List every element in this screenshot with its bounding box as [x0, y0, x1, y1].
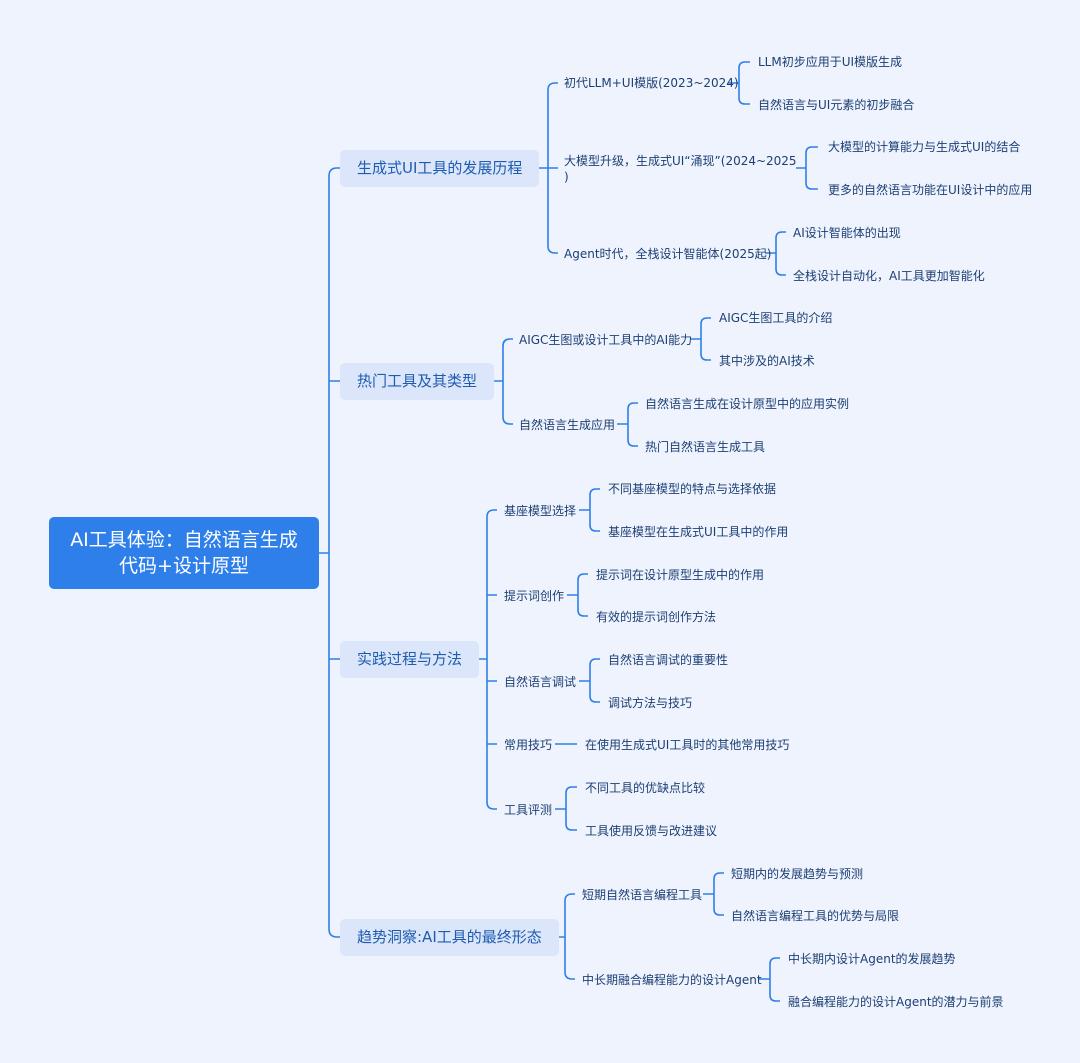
leaf-node[interactable]: 短期内的发展趋势与预测	[731, 866, 863, 882]
leaf-label: 自然语言调试的重要性	[608, 653, 729, 667]
topic-connector	[728, 61, 750, 105]
topic-node[interactable]: 常用技巧	[504, 737, 552, 753]
topic-label: 自然语言生成应用	[519, 418, 616, 432]
topic-connector	[567, 573, 588, 617]
leaf-node[interactable]: 融合编程能力的设计Agent的潜力与前景	[788, 994, 1004, 1010]
topic-node[interactable]: 工具评测	[504, 802, 552, 818]
root-title: AI工具体验：自然语言生成代码+设计原型	[70, 529, 298, 577]
branch-connector	[476, 509, 497, 810]
branch-node-history[interactable]: 生成式UI工具的发展历程	[340, 150, 540, 187]
topic-label: 基座模型选择	[504, 504, 577, 518]
leaf-label: 提示词在设计原型生成中的作用	[596, 568, 765, 582]
leaf-node[interactable]: 其中涉及的AI技术	[719, 353, 815, 369]
root-connector	[319, 167, 340, 938]
branch-node-popular-tools[interactable]: 热门工具及其类型	[340, 363, 495, 400]
topic-label: 中长期融合编程能力的设计Agent	[582, 973, 762, 987]
leaf-label: 自然语言与UI元素的初步融合	[758, 98, 915, 112]
leaf-node[interactable]: 工具使用反馈与改进建议	[585, 823, 717, 839]
leaf-node[interactable]: 更多的自然语言功能在UI设计中的应用	[828, 182, 1032, 198]
topic-node[interactable]: 大模型升级，生成式UI“涌现”(2024~2025 )	[564, 153, 797, 185]
leaf-label: 自然语言生成在设计原型中的应用实例	[645, 397, 850, 411]
leaf-label: AIGC生图工具的介绍	[719, 311, 833, 325]
leaf-node[interactable]: LLM初步应用于UI模版生成	[758, 54, 902, 70]
branch-node-practice[interactable]: 实践过程与方法	[340, 641, 480, 678]
leaf-node[interactable]: 在使用生成式UI工具时的其他常用技巧	[585, 737, 789, 753]
leaf-node[interactable]: 大模型的计算能力与生成式UI的结合	[828, 139, 1020, 155]
topic-label-wrap: )	[564, 170, 569, 184]
leaf-node[interactable]: 基座模型在生成式UI工具中的作用	[608, 524, 788, 540]
topic-connector	[796, 146, 818, 190]
leaf-node[interactable]: 自然语言编程工具的优势与局限	[731, 908, 899, 924]
leaf-label: 自然语言编程工具的优势与局限	[731, 909, 900, 923]
branch-label: 实践过程与方法	[357, 650, 463, 668]
leaf-label: LLM初步应用于UI模版生成	[758, 55, 903, 69]
topic-node[interactable]: 自然语言调试	[504, 674, 576, 690]
topic-node[interactable]: 中长期融合编程能力的设计Agent	[582, 972, 762, 988]
topic-label: Agent时代，全栈设计智能体(2025起)	[564, 247, 772, 261]
leaf-node[interactable]: 有效的提示词创作方法	[596, 609, 716, 625]
topic-node[interactable]: 基座模型选择	[504, 503, 576, 519]
topic-node[interactable]: AIGC生图或设计工具中的AI能力	[519, 332, 692, 348]
branch-label: 生成式UI工具的发展历程	[357, 159, 523, 177]
root-node[interactable]: AI工具体验：自然语言生成代码+设计原型	[49, 517, 319, 589]
topic-label: AIGC生图或设计工具中的AI能力	[519, 333, 693, 347]
leaf-label: 调试方法与技巧	[608, 696, 693, 710]
topic-connector	[617, 402, 638, 447]
topic-label: 大模型升级，生成式UI“涌现”(2024~2025	[564, 154, 797, 168]
topic-label: 工具评测	[504, 803, 553, 817]
leaf-node[interactable]: 提示词在设计原型生成中的作用	[596, 567, 764, 583]
leaf-label: 不同基座模型的特点与选择依据	[608, 482, 777, 496]
branch-node-trends[interactable]: 趋势洞察:AI工具的最终形态	[340, 919, 559, 956]
topic-node[interactable]: 初代LLM+UI模版(2023~2024)	[564, 75, 739, 91]
topic-label: 提示词创作	[504, 589, 565, 603]
topic-node[interactable]: 短期自然语言编程工具	[582, 887, 702, 903]
leaf-node[interactable]: 自然语言调试的重要性	[608, 652, 728, 668]
topic-node[interactable]: 提示词创作	[504, 588, 564, 604]
leaf-label: 热门自然语言生成工具	[645, 440, 766, 454]
leaf-node[interactable]: 热门自然语言生成工具	[645, 439, 765, 455]
leaf-node[interactable]: 全栈设计自动化，AI工具更加智能化	[793, 268, 985, 284]
leaf-label: 短期内的发展趋势与预测	[731, 867, 864, 881]
topic-label: 自然语言调试	[504, 675, 577, 689]
topic-connector	[555, 786, 577, 831]
topic-connector	[703, 872, 724, 916]
leaf-node[interactable]: AIGC生图工具的介绍	[719, 310, 832, 326]
topic-node[interactable]: Agent时代，全栈设计智能体(2025起)	[564, 246, 771, 262]
leaf-label: 其中涉及的AI技术	[719, 354, 815, 368]
leaf-label: 在使用生成式UI工具时的其他常用技巧	[585, 738, 790, 752]
topic-label: 短期自然语言编程工具	[582, 888, 703, 902]
topic-connector	[759, 957, 780, 1002]
leaf-label: 全栈设计自动化，AI工具更加智能化	[793, 269, 985, 283]
leaf-label: 大模型的计算能力与生成式UI的结合	[828, 140, 1021, 154]
branch-connector	[537, 82, 558, 254]
leaf-node[interactable]: 自然语言生成在设计原型中的应用实例	[645, 396, 849, 412]
leaf-label: 基座模型在生成式UI工具中的作用	[608, 525, 789, 539]
branch-label: 趋势洞察:AI工具的最终形态	[357, 928, 542, 946]
leaf-node[interactable]: 自然语言与UI元素的初步融合	[758, 97, 914, 113]
topic-connector	[765, 231, 786, 276]
leaf-node[interactable]: 调试方法与技巧	[608, 695, 692, 711]
topic-connector	[690, 317, 711, 361]
leaf-label: 中长期内设计Agent的发展趋势	[788, 952, 956, 966]
branch-label: 热门工具及其类型	[357, 372, 478, 390]
topic-node[interactable]: 自然语言生成应用	[519, 417, 615, 433]
leaf-label: 更多的自然语言功能在UI设计中的应用	[828, 183, 1033, 197]
leaf-node[interactable]: 中长期内设计Agent的发展趋势	[788, 951, 956, 967]
branch-connector	[554, 893, 575, 980]
branch-connector	[492, 338, 513, 425]
leaf-node[interactable]: 不同工具的优缺点比较	[585, 780, 705, 796]
leaf-label: 融合编程能力的设计Agent的潜力与前景	[788, 995, 1004, 1009]
topic-label: 初代LLM+UI模版(2023~2024)	[564, 76, 739, 90]
leaf-label: AI设计智能体的出现	[793, 226, 901, 240]
topic-connector	[579, 658, 600, 703]
leaf-label: 工具使用反馈与改进建议	[585, 824, 718, 838]
leaf-node[interactable]: 不同基座模型的特点与选择依据	[608, 481, 776, 497]
leaf-node[interactable]: AI设计智能体的出现	[793, 225, 901, 241]
topic-label: 常用技巧	[504, 738, 553, 752]
leaf-label: 不同工具的优缺点比较	[585, 781, 706, 795]
topic-connector	[579, 488, 600, 532]
leaf-label: 有效的提示词创作方法	[596, 610, 717, 624]
